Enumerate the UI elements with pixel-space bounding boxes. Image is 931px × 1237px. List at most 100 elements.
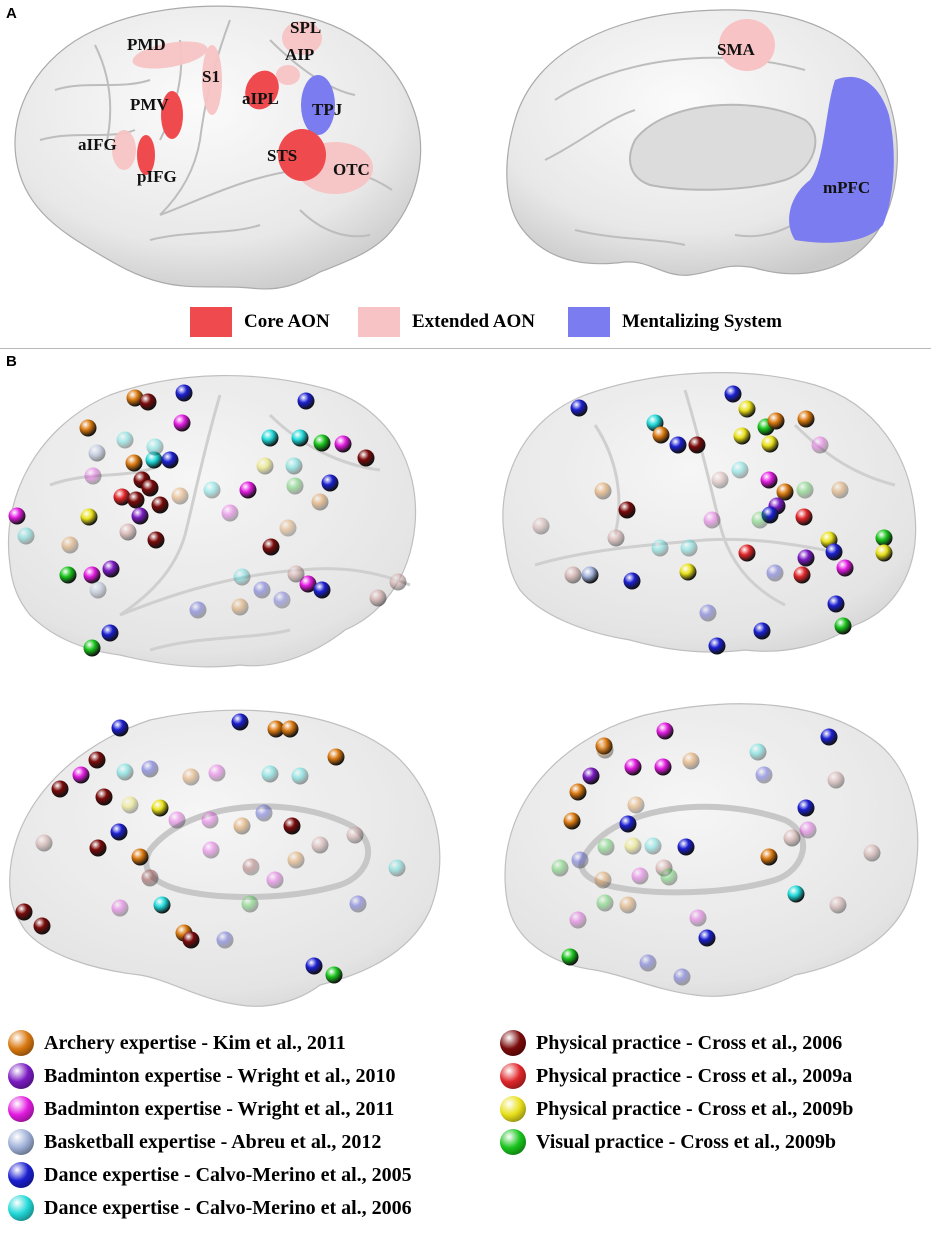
activation-focus xyxy=(327,748,345,766)
activation-focus xyxy=(286,477,304,495)
activation-focus xyxy=(797,410,815,428)
activation-focus xyxy=(749,743,767,761)
activation-focus xyxy=(84,467,102,485)
region-aifg-extended xyxy=(112,130,136,170)
activation-focus xyxy=(89,581,107,599)
activation-focus xyxy=(660,868,678,886)
legend-label-study: Basketball expertise - Abreu et al., 201… xyxy=(44,1130,382,1153)
activation-focus xyxy=(59,566,77,584)
activation-focus xyxy=(654,758,672,776)
activation-focus xyxy=(299,575,317,593)
activation-focus xyxy=(313,581,331,599)
legend-label-study: Dance expertise - Calvo-Merino et al., 2… xyxy=(44,1196,412,1219)
activation-focus xyxy=(175,384,193,402)
activation-focus xyxy=(829,896,847,914)
activation-focus xyxy=(231,713,249,731)
activation-focus xyxy=(102,560,120,578)
activation-focus xyxy=(291,429,309,447)
activation-focus xyxy=(689,909,707,927)
brain-lateral-regions xyxy=(112,21,373,194)
activation-focus xyxy=(255,804,273,822)
activation-focus xyxy=(357,449,375,467)
region-aip-extended xyxy=(276,65,300,85)
activation-focus xyxy=(233,817,251,835)
activation-focus xyxy=(261,429,279,447)
activation-focus xyxy=(755,766,773,784)
activation-focus xyxy=(796,481,814,499)
activation-focus xyxy=(95,788,113,806)
legend-label-study: Physical practice - Cross et al., 2009b xyxy=(536,1097,854,1120)
legend-label-study: Dance expertise - Calvo-Merino et al., 2… xyxy=(44,1163,412,1186)
activation-focus xyxy=(875,544,893,562)
legend-ball-icon xyxy=(8,1162,34,1188)
activation-focus xyxy=(733,427,751,445)
legend-label-study: Badminton expertise - Wright et al., 201… xyxy=(44,1097,395,1120)
activation-focus xyxy=(831,481,849,499)
activation-focus xyxy=(221,504,239,522)
activation-focus xyxy=(141,760,159,778)
activation-focus xyxy=(151,496,169,514)
activation-focus xyxy=(168,811,186,829)
activation-focus xyxy=(334,435,352,453)
legend-item-study: Archery expertise - Kim et al., 2011 xyxy=(8,1028,346,1058)
legend-item-mentalizing-system: Mentalizing System xyxy=(568,305,782,339)
region-mpfc-mentalizing xyxy=(789,76,894,243)
activation-focus xyxy=(669,436,687,454)
activation-focus xyxy=(571,851,589,869)
activation-focus xyxy=(581,566,599,584)
activation-focus xyxy=(88,444,106,462)
activation-focus xyxy=(208,764,226,782)
activation-focus xyxy=(151,799,169,817)
activation-focus xyxy=(569,911,587,929)
activation-focus xyxy=(797,549,815,567)
activation-focus xyxy=(651,539,669,557)
region-pmv-core xyxy=(161,91,183,139)
activation-focus xyxy=(551,859,569,877)
activation-focus xyxy=(656,722,674,740)
activation-focus xyxy=(761,435,779,453)
label-otc: OTC xyxy=(333,160,370,179)
activation-focus xyxy=(153,896,171,914)
activation-focus xyxy=(203,481,221,499)
swatch-mentalizing-system xyxy=(568,307,610,337)
region-s1-extended xyxy=(202,45,222,115)
legend-ball-icon xyxy=(500,1129,526,1155)
activation-focus xyxy=(35,834,53,852)
activation-focus xyxy=(242,858,260,876)
panel-label-a: A xyxy=(6,5,17,22)
activation-focus xyxy=(787,885,805,903)
legend-item-study: Visual practice - Cross et al., 2009b xyxy=(500,1127,836,1157)
legend-label-study: Physical practice - Cross et al., 2006 xyxy=(536,1031,843,1054)
activation-focus xyxy=(698,929,716,947)
activation-focus xyxy=(111,899,129,917)
activation-focus xyxy=(724,385,742,403)
label-aifg: aIFG xyxy=(78,135,117,154)
activation-focus xyxy=(631,867,649,885)
activation-focus xyxy=(116,763,134,781)
legend-ball-icon xyxy=(8,1129,34,1155)
activation-focus xyxy=(644,837,662,855)
activation-focus xyxy=(596,894,614,912)
legend-label-study: Badminton expertise - Wright et al., 201… xyxy=(44,1064,396,1087)
panel-divider xyxy=(0,348,931,349)
activation-focus xyxy=(146,438,164,456)
legend-item-study: Dance expertise - Calvo-Merino et al., 2… xyxy=(8,1160,412,1190)
activation-focus xyxy=(83,566,101,584)
activation-focus xyxy=(682,752,700,770)
label-spl: SPL xyxy=(290,18,321,37)
activation-focus xyxy=(738,400,756,418)
activation-focus xyxy=(699,604,717,622)
legend-item-study: Basketball expertise - Abreu et al., 201… xyxy=(8,1127,381,1157)
legend-item-study: Badminton expertise - Wright et al., 201… xyxy=(8,1061,395,1091)
activation-focus xyxy=(783,829,801,847)
activation-focus xyxy=(627,796,645,814)
activation-focus xyxy=(291,767,309,785)
activation-focus xyxy=(88,751,106,769)
activation-focus xyxy=(173,414,191,432)
legend-ball-icon xyxy=(8,1030,34,1056)
activation-focus xyxy=(61,536,79,554)
activation-focus xyxy=(80,508,98,526)
activation-focus xyxy=(325,966,343,984)
region-pmd-extended xyxy=(132,41,208,69)
brain-lateral-view: PMD SPL AIP S1 aIPL PMV TPJ aIFG STS pIF… xyxy=(14,5,422,290)
